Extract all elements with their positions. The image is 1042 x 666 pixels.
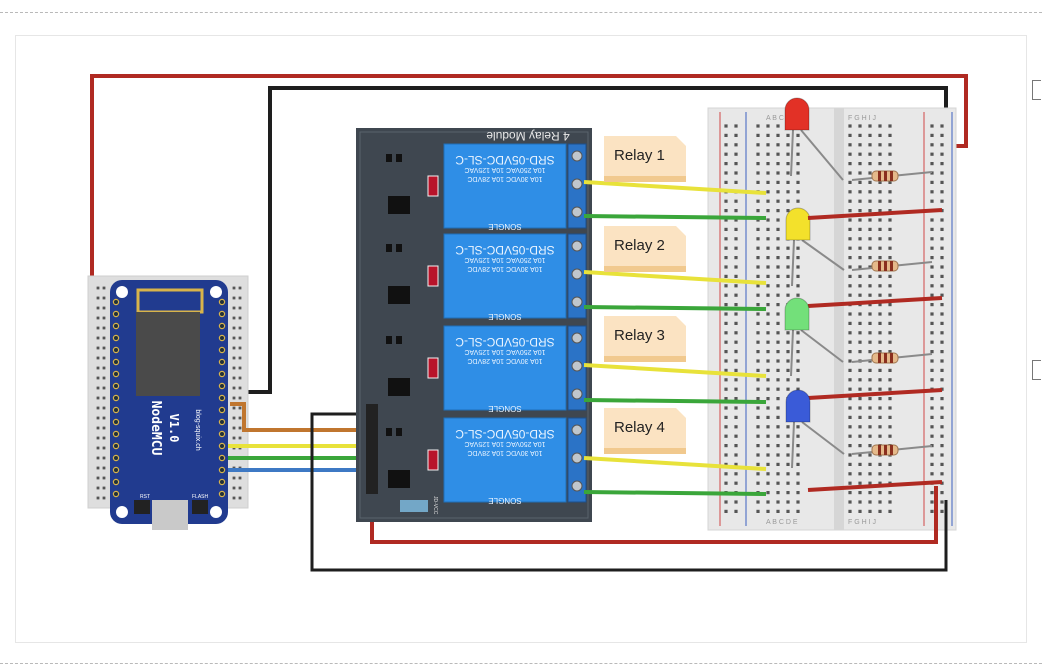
relay-label-2: Relay 2 bbox=[604, 226, 686, 272]
relay-output-wires bbox=[583, 180, 767, 496]
led-1 bbox=[784, 97, 844, 181]
relay-label-text: Relay 1 bbox=[614, 147, 665, 164]
relay-label-text: Relay 2 bbox=[614, 237, 665, 254]
relay-brand-text: SONGLE bbox=[488, 222, 521, 231]
wire-red-jumper bbox=[807, 480, 943, 492]
wire-black-bottom bbox=[310, 412, 948, 572]
relay-spec-text: 10A 250VAC 10A 125VAC bbox=[464, 348, 545, 355]
breadboard-column-letters-right: F G H I J bbox=[848, 115, 876, 122]
relay-label-3: Relay 3 bbox=[604, 316, 686, 362]
flash-label: FLASH bbox=[192, 494, 209, 500]
relay-label-text: Relay 4 bbox=[614, 419, 665, 436]
dashed-frame bbox=[0, 12, 1042, 664]
resistor-2 bbox=[851, 260, 933, 272]
wire-red-jumper bbox=[807, 296, 943, 308]
nodemcu-pins bbox=[112, 298, 226, 498]
relay-module-title: 4 Relay Module bbox=[486, 129, 570, 143]
wire-red-jumper bbox=[807, 388, 943, 400]
wire-black-top bbox=[236, 86, 948, 394]
wire-red-jumper bbox=[807, 208, 943, 220]
relay-model-text: SRD-05VDC-SL-C bbox=[455, 243, 555, 257]
led-4 bbox=[785, 389, 845, 469]
relay-brand-text: SONGLE bbox=[488, 404, 521, 413]
wire-yellow-output bbox=[583, 270, 767, 285]
wire-yellow-output bbox=[583, 456, 767, 471]
led-3 bbox=[784, 297, 844, 377]
resistor-3 bbox=[851, 352, 933, 364]
breadboard-column-letters-bottom: A B C D E bbox=[766, 519, 798, 526]
relay-model-text: SRD-05VDC-SL-C bbox=[455, 335, 555, 349]
relay-spec-text: 10A 250VAC 10A 125VAC bbox=[464, 440, 545, 447]
wire-green-output bbox=[583, 398, 767, 404]
relay-spec-text: 10A 30VDC 10A 28VDC bbox=[467, 265, 542, 272]
relay-module: 4 Relay Module JD-VCC SRD-05VDC-SL-C10A … bbox=[356, 128, 592, 522]
resistor-1 bbox=[851, 170, 933, 182]
nodemcu-board: NodeMCU V1.0 blog-squix.ch RST FLASH bbox=[110, 280, 228, 530]
wire-yellow-output bbox=[583, 363, 767, 378]
led-2 bbox=[785, 207, 845, 287]
relay-model-text: SRD-05VDC-SL-C bbox=[455, 427, 555, 441]
relay-labels: Relay 1 Relay 2 Relay 3 Relay 4 bbox=[604, 136, 686, 454]
breadboard: A B C D E F G H I J A B C D E F G H I J bbox=[707, 107, 957, 531]
relay-label-text: Relay 3 bbox=[614, 327, 665, 344]
side-margin-marks bbox=[1030, 60, 1042, 380]
relay-spec-text: 10A 30VDC 10A 28VDC bbox=[467, 449, 542, 456]
leds bbox=[784, 97, 943, 492]
resistor-4 bbox=[851, 444, 933, 456]
wire-orange-signal bbox=[230, 402, 364, 432]
relay-spec-text: 10A 250VAC 10A 125VAC bbox=[464, 166, 545, 173]
relay-brand-text: SONGLE bbox=[488, 312, 521, 321]
relay-label-1: Relay 1 bbox=[604, 136, 686, 182]
breadboard-column-letters-right-bottom: F G H I J bbox=[848, 519, 876, 526]
relay-label-4: Relay 4 bbox=[604, 408, 686, 454]
jd-vcc-label: JD-VCC bbox=[432, 496, 438, 515]
margin-mark bbox=[1032, 80, 1041, 100]
board-name: NodeMCU bbox=[148, 401, 163, 456]
wire-green-output bbox=[583, 490, 767, 496]
relay-spec-text: 10A 250VAC 10A 125VAC bbox=[464, 256, 545, 263]
relay-spec-text: 10A 30VDC 10A 28VDC bbox=[467, 175, 542, 182]
margin-mark bbox=[1032, 360, 1041, 380]
relay-brand-text: SONGLE bbox=[488, 496, 521, 505]
wire-green-output bbox=[583, 305, 767, 311]
breadboard-column-letters: A B C D E bbox=[766, 115, 798, 122]
relay-spec-text: 10A 30VDC 10A 28VDC bbox=[467, 357, 542, 364]
wire-green-output bbox=[583, 214, 767, 220]
wire-yellow-output bbox=[583, 180, 767, 195]
relay-model-text: SRD-05VDC-SL-C bbox=[455, 153, 555, 167]
board-url: blog-squix.ch bbox=[194, 409, 201, 450]
rst-label: RST bbox=[140, 494, 150, 500]
small-breadboard-holes bbox=[96, 286, 242, 500]
board-version: V1.0 bbox=[167, 414, 181, 443]
